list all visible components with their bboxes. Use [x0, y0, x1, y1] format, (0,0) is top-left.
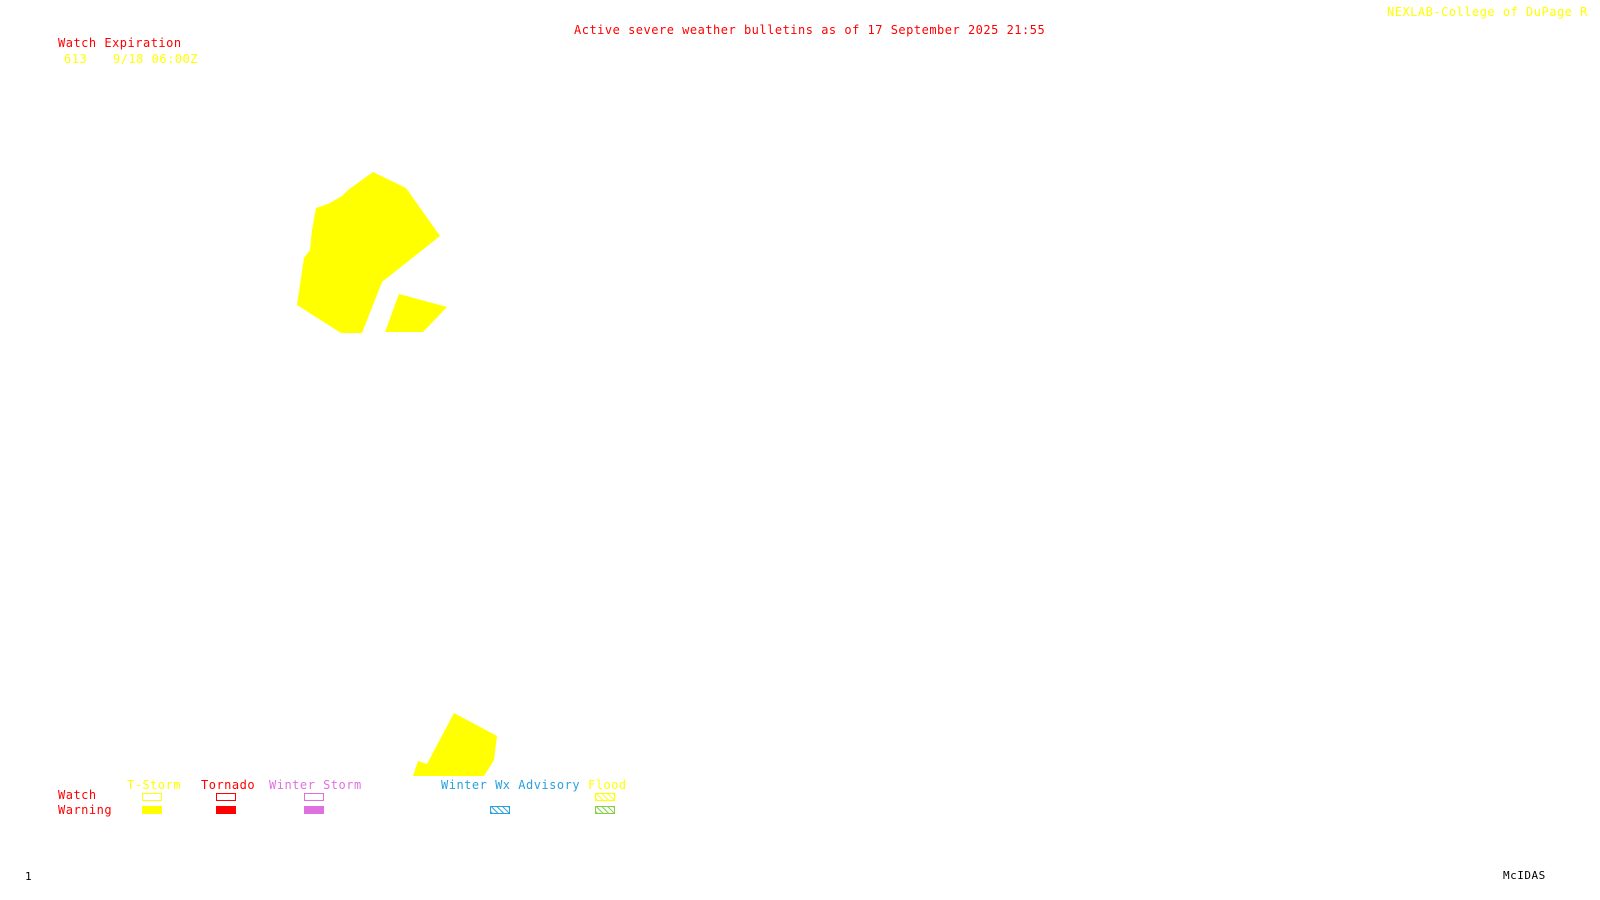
- watch-number: 613: [64, 52, 88, 66]
- legend-swatch-tstorm-warning: [142, 806, 162, 814]
- legend-swatch-winter-storm-watch: [304, 793, 324, 801]
- legend-col-label-winter-wx-advisory: Winter Wx Advisory: [441, 778, 581, 792]
- legend-row-label-watch: Watch: [58, 788, 97, 802]
- page-title: Active severe weather bulletins as of 17…: [574, 23, 1046, 37]
- tstorm-warning-area-east: [385, 294, 447, 332]
- legend-swatch-flood-watch: [595, 793, 615, 801]
- legend-row-label-warning: Warning: [58, 803, 113, 817]
- watch-expiration: 9/18 06:00Z: [113, 52, 198, 66]
- legend-swatch-tornado-watch: [216, 793, 236, 801]
- legend-col-label-tornado: Tornado: [201, 778, 256, 792]
- legend-swatch-winter-wx-advisory: [490, 806, 510, 814]
- watch-table-heading: Watch Expiration: [58, 36, 182, 50]
- legend-swatch-tstorm-watch: [142, 793, 162, 801]
- legend-swatch-tornado-warning: [216, 806, 236, 814]
- software-label: McIDAS: [1503, 869, 1546, 882]
- legend-col-label-flood: Flood: [588, 778, 627, 792]
- tstorm-warning-area-north: [297, 172, 440, 333]
- legend-col-label-tstorm: T-Storm: [127, 778, 182, 792]
- legend-swatch-winter-storm-warning: [304, 806, 324, 814]
- legend-swatch-flood-warning: [595, 806, 615, 814]
- frame-number: 1: [25, 870, 33, 883]
- source-credit: NEXLAB-College of DuPage R: [1387, 5, 1588, 19]
- tstorm-warning-area-south: [413, 713, 497, 776]
- legend-col-label-winter-storm: Winter Storm: [269, 778, 362, 792]
